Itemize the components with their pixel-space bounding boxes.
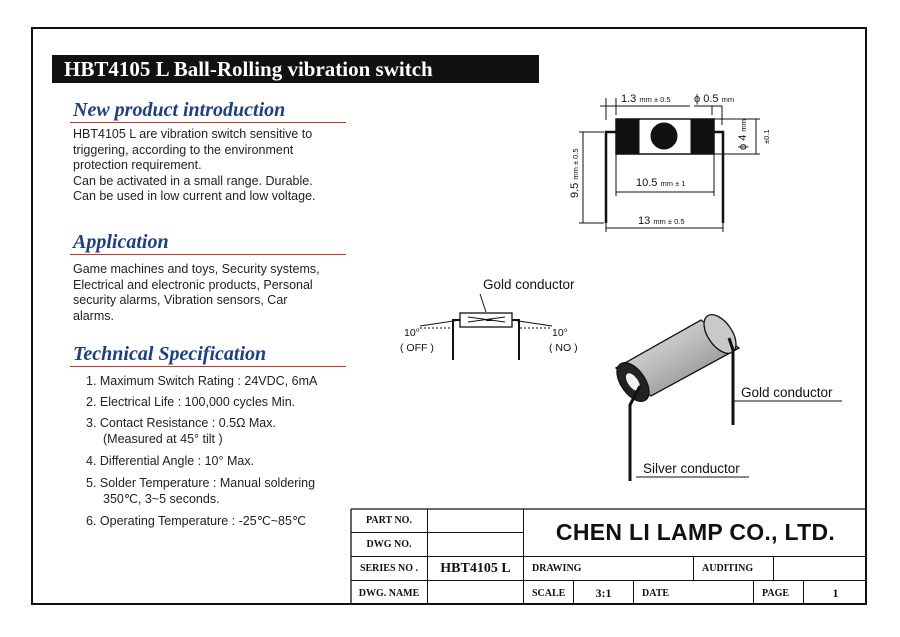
intro-text: HBT4105 L are vibration switch sensitive… (73, 127, 316, 205)
spec-item: 6. Operating Temperature : -25℃~85℃ (86, 514, 306, 528)
scale-value: 3:1 (574, 581, 634, 605)
dim-lead-height-unit: mm ± 0.5 (571, 148, 580, 180)
dim-body-diameter-tol: ±0.1 (760, 129, 772, 144)
dim-body-diameter-value: ϕ 4 (737, 134, 749, 150)
part-no-label: PART NO. (351, 509, 428, 533)
tilt-right-angle: 10° (552, 327, 568, 339)
drawing-label: DRAWING (524, 557, 694, 581)
dim-body-length-value: 10.5 (636, 177, 658, 189)
dim-lead-diameter: ϕ 0.5 mm (694, 93, 734, 105)
tilt-gold-label: Gold conductor (483, 277, 575, 292)
dim-lead-height: 9.5 mm ± 0.5 (569, 148, 581, 198)
application-line: Game machines and toys, Security systems… (73, 262, 320, 276)
dwg-name-value (428, 581, 524, 605)
dim-body-diameter: ϕ 4 mm (737, 119, 749, 150)
dim-lead-diameter-value: ϕ 0.5 (694, 93, 719, 105)
application-heading: Application (73, 231, 169, 253)
intro-heading: New product introduction (73, 99, 286, 121)
page-title: HBT4105 L Ball-Rolling vibration switch (52, 55, 539, 83)
tilt-left-angle: 10° (404, 327, 420, 339)
dim-body-length: 10.5 mm ± 1 (636, 177, 685, 189)
auditing-value (774, 557, 867, 581)
intro-line: HBT4105 L are vibration switch sensitive… (73, 127, 313, 141)
application-rule (70, 254, 346, 255)
spec-item: (Measured at 45° tilt ) (103, 432, 223, 446)
spec-heading: Technical Specification (73, 343, 267, 365)
iso-silver-label: Silver conductor (643, 461, 740, 476)
dim-pin-pitch: 1.3 mm ± 0.5 (621, 93, 671, 105)
dim-body-diameter-tol-value: ±0.1 (762, 129, 771, 144)
title-block: PART NO. DWG NO. SERIES NO . HBT4105 L D… (351, 509, 867, 605)
dim-overall-width: 13 mm ± 0.5 (638, 215, 685, 227)
spec-item: 350℃, 3~5 seconds. (103, 492, 220, 506)
dwg-no-label: DWG NO. (351, 533, 428, 557)
spec-item: 3. Contact Resistance : 0.5Ω Max. (86, 416, 276, 430)
spec-item: 1. Maximum Switch Rating : 24VDC, 6mA (86, 374, 318, 388)
intro-line: Can be used in low current and low volta… (73, 189, 316, 204)
dwg-no-value (428, 533, 524, 557)
series-no-value: HBT4105 L (428, 557, 524, 581)
application-line: alarms. (73, 308, 114, 323)
auditing-label: AUDITING (694, 557, 774, 581)
intro-line: protection requirement. (73, 158, 202, 173)
part-no-value (428, 509, 524, 533)
intro-rule (70, 122, 346, 123)
tilt-right-state: ( NO ) (549, 342, 578, 354)
page-value: 1 (832, 585, 839, 600)
dim-lead-diameter-unit: mm (721, 95, 735, 104)
intro-line: Can be activated in a small range. Durab… (73, 173, 313, 188)
drawing-frame (31, 27, 867, 605)
spec-rule (70, 366, 346, 367)
intro-line: triggering, according to the environment (73, 142, 294, 157)
dim-overall-width-value: 13 (638, 215, 651, 227)
dim-pin-pitch-unit: mm ± 0.5 (639, 95, 671, 104)
dim-body-length-unit: mm ± 1 (660, 179, 686, 188)
company-name: CHEN LI LAMP CO., LTD. (524, 509, 867, 557)
application-text: Game machines and toys, Security systems… (73, 262, 320, 324)
spec-item: 4. Differential Angle : 10° Max. (86, 454, 255, 468)
series-no-label: SERIES NO . (351, 557, 428, 581)
date-label: DATE (634, 581, 754, 605)
application-line: Electrical and electronic products, Pers… (73, 277, 313, 292)
dwg-name-label: DWG. NAME (351, 581, 428, 605)
scale-label: SCALE (524, 581, 574, 605)
dim-overall-width-unit: mm ± 0.5 (653, 217, 685, 226)
dim-lead-height-value: 9.5 (569, 182, 581, 198)
spec-item: 2. Electrical Life : 100,000 cycles Min. (86, 395, 296, 409)
spec-item: 5. Solder Temperature : Manual soldering (86, 476, 316, 490)
application-line: security alarms, Vibration sensors, Car (73, 293, 288, 308)
iso-gold-label: Gold conductor (741, 385, 833, 400)
tilt-left-state: ( OFF ) (400, 342, 434, 354)
dim-pin-pitch-value: 1.3 (621, 93, 637, 105)
page-label: PAGE (754, 581, 804, 605)
dim-body-diameter-unit: mm (739, 119, 748, 132)
